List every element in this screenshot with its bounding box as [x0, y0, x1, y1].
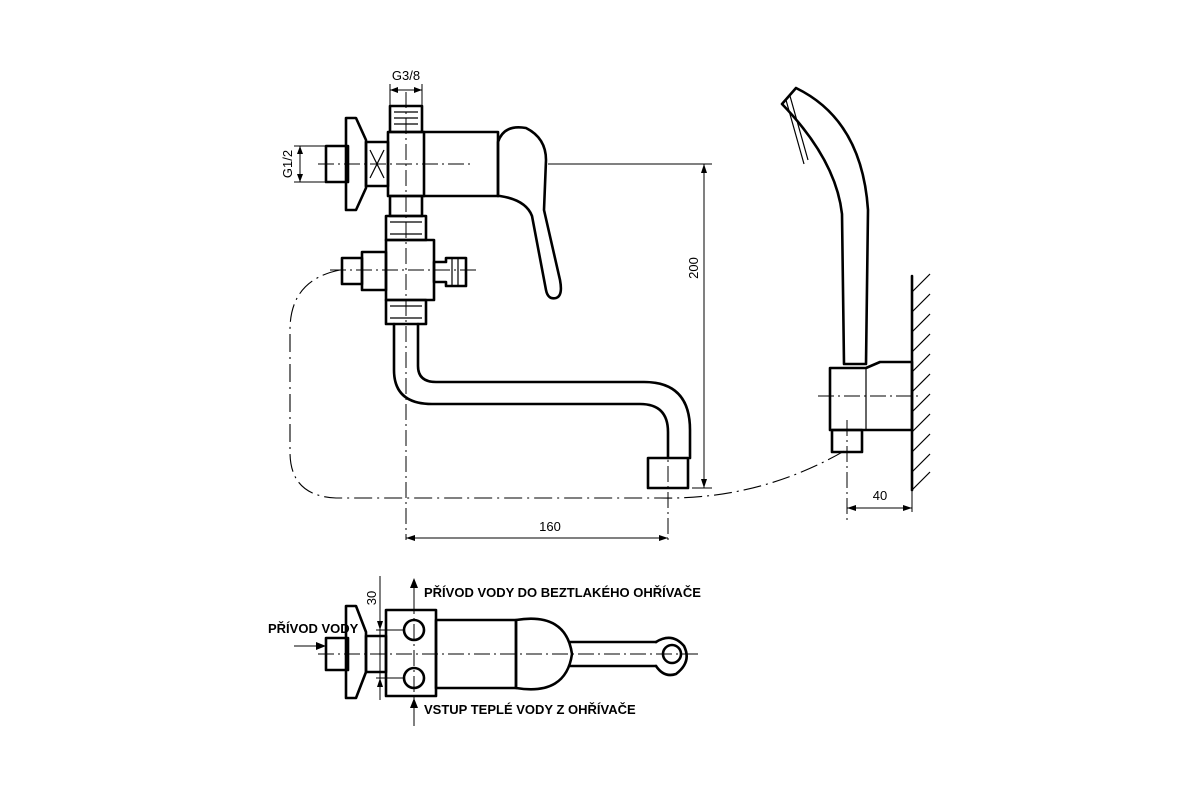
dim-g12-label: G1/2	[280, 150, 295, 178]
dimension-g12: G1/2	[280, 145, 326, 183]
faucet-top-view	[318, 598, 700, 712]
dim-160-label: 160	[539, 519, 561, 534]
water-supply-arrow	[294, 642, 326, 650]
dimension-200: 200	[548, 163, 712, 489]
shower-holder	[818, 360, 920, 520]
dim-30-label: 30	[364, 591, 379, 605]
dim-g38-label: G3/8	[392, 68, 420, 83]
faucet-front-view	[318, 92, 692, 540]
dim-40-label: 40	[873, 488, 887, 503]
label-supply-to-heater: PŘÍVOD VODY DO BEZTLAKÉHO OHŘÍVAČE	[424, 585, 701, 600]
dimension-g38: G3/8	[389, 68, 423, 106]
label-water-supply: PŘÍVOD VODY	[268, 621, 359, 636]
label-hot-inlet: VSTUP TEPLÉ VODY Z OHŘÍVAČE	[424, 702, 636, 717]
wall-hatch	[910, 273, 931, 492]
dimension-160: 160	[406, 519, 668, 541]
dim-200-label: 200	[686, 257, 701, 279]
dimension-30: 30	[364, 576, 404, 700]
hot-inlet-arrow	[410, 698, 418, 726]
dimension-40: 40	[847, 488, 913, 512]
heater-supply-arrow	[410, 578, 418, 610]
shower-head	[780, 86, 870, 366]
shower-hose	[289, 269, 847, 499]
